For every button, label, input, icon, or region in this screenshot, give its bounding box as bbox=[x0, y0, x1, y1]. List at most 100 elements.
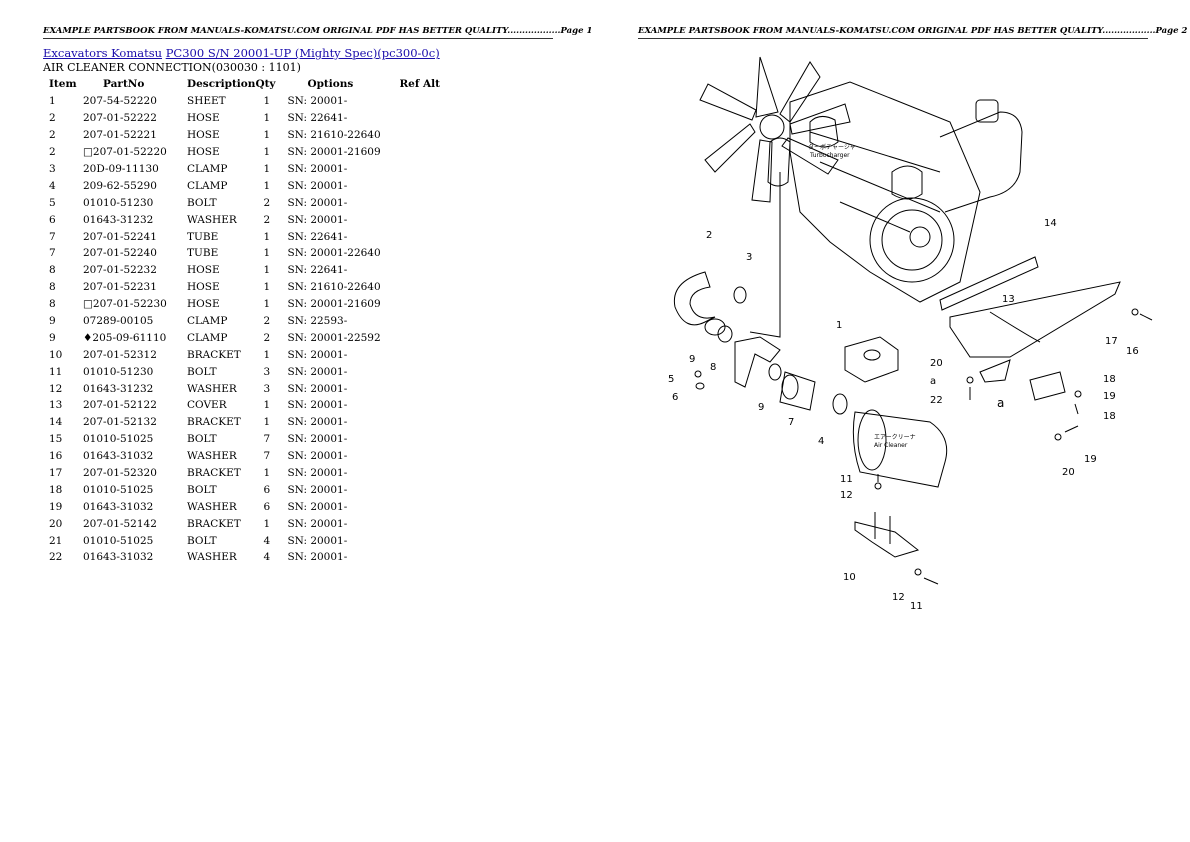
cleaner-label: Air Cleaner bbox=[874, 442, 908, 449]
cell-options: SN: 20001- bbox=[287, 483, 348, 496]
cell-ref-alt bbox=[399, 127, 449, 144]
cell-item: 3 bbox=[49, 163, 56, 175]
cell-partno: 01010-51025 bbox=[83, 483, 154, 496]
cell-options: SN: 20001- bbox=[287, 467, 348, 480]
cell-partno: 01643-31032 bbox=[83, 500, 154, 513]
parts-table: Item PartNo Description Qty Options Ref … bbox=[43, 77, 449, 566]
cell-ref-alt bbox=[399, 194, 449, 211]
cell-partno: 207-01-52312 bbox=[83, 348, 157, 361]
callout-label: 7 bbox=[788, 417, 794, 428]
cell-partno: 207-01-52241 bbox=[83, 230, 157, 243]
cell-item: 17 bbox=[49, 467, 63, 480]
cell-item: 13 bbox=[49, 399, 63, 412]
callout-label: 4 bbox=[818, 436, 824, 447]
cell-item: 8 bbox=[49, 298, 56, 311]
cell-ref-alt bbox=[399, 448, 449, 465]
cell-options: SN: 22641- bbox=[287, 112, 348, 125]
cell-ref-alt bbox=[399, 245, 449, 262]
cell-qty: 1 bbox=[263, 517, 271, 530]
cell-options: SN: 20001- bbox=[287, 433, 348, 446]
cell-item: 5 bbox=[49, 196, 56, 209]
cell-description: WASHER bbox=[187, 500, 237, 513]
cell-qty: 1 bbox=[263, 467, 271, 480]
cell-item: 2 bbox=[49, 112, 56, 125]
cell-qty: 1 bbox=[263, 129, 271, 142]
cell-options: SN: 20001- bbox=[287, 213, 348, 226]
cell-qty: 1 bbox=[263, 281, 271, 294]
cell-description: HOSE bbox=[187, 298, 220, 311]
callout-label: 20 bbox=[930, 358, 943, 369]
cell-options: SN: 20001-22640 bbox=[287, 247, 381, 260]
cell-ref-alt bbox=[399, 279, 449, 296]
breadcrumb-link-model[interactable]: PC300 S/N 20001-UP (Mighty Spec)(pc300-0… bbox=[165, 46, 440, 60]
callout-label: 20 bbox=[1062, 467, 1075, 478]
cell-ref-alt bbox=[399, 346, 449, 363]
cell-item: 18 bbox=[49, 483, 63, 496]
table-header-row: Item PartNo Description Qty Options Ref … bbox=[43, 77, 449, 93]
cell-ref-alt bbox=[399, 380, 449, 397]
cell-ref-alt bbox=[399, 414, 449, 431]
cell-partno: 207-01-52320 bbox=[83, 467, 157, 480]
cell-partno: 207-01-52232 bbox=[83, 264, 157, 277]
cell-partno: 207-01-52221 bbox=[83, 129, 157, 142]
cell-ref-alt bbox=[399, 144, 449, 161]
cell-ref-alt bbox=[399, 465, 449, 482]
fasteners-drawing bbox=[874, 308, 1153, 585]
cell-qty: 1 bbox=[263, 348, 271, 361]
cell-partno: 207-01-52222 bbox=[83, 112, 157, 125]
cell-ref-alt bbox=[399, 313, 449, 330]
cell-partno: 01010-51230 bbox=[83, 365, 154, 378]
cell-options: SN: 21610-22640 bbox=[287, 129, 381, 142]
column-header-partno: PartNo bbox=[103, 78, 145, 90]
cell-item: 22 bbox=[49, 551, 63, 564]
callout-label: 22 bbox=[930, 395, 943, 406]
cell-qty: 1 bbox=[263, 163, 271, 175]
callout-label: 6 bbox=[672, 392, 678, 403]
cell-qty: 1 bbox=[263, 264, 271, 277]
bracket-drawing bbox=[854, 521, 920, 558]
cell-options: SN: 20001-22592 bbox=[287, 331, 381, 344]
cell-ref-alt bbox=[399, 498, 449, 515]
cell-options: SN: 20001-21609 bbox=[287, 298, 381, 311]
turbo-label-jp: ターボチャージャ bbox=[808, 143, 856, 151]
callout-label: 3 bbox=[746, 252, 752, 263]
callout-label: 18 bbox=[1103, 411, 1116, 422]
cleaner-label-jp: エアークリーナ bbox=[874, 434, 916, 441]
cell-partno: 01643-31032 bbox=[83, 551, 154, 564]
cell-qty: 7 bbox=[263, 433, 271, 446]
cell-qty: 6 bbox=[263, 500, 271, 513]
cover-bracket-drawing bbox=[939, 256, 1121, 401]
callout-label: 9 bbox=[689, 354, 695, 365]
cell-item: 11 bbox=[49, 365, 63, 378]
cell-description: BRACKET bbox=[187, 348, 241, 361]
hose-parts-drawing bbox=[673, 271, 848, 415]
cell-qty: 3 bbox=[263, 382, 271, 395]
cell-ref-alt bbox=[399, 549, 449, 566]
cell-item: 1 bbox=[49, 95, 56, 108]
engine-drawing bbox=[767, 81, 981, 303]
cell-partno: 209-62-55290 bbox=[83, 179, 157, 192]
cell-description: WASHER bbox=[187, 382, 237, 395]
cell-options: SN: 20001- bbox=[287, 163, 348, 175]
cell-qty: 2 bbox=[263, 315, 271, 328]
cell-qty: 1 bbox=[263, 298, 271, 311]
cell-qty: 4 bbox=[263, 551, 271, 564]
breadcrumb-link-category[interactable]: Excavators Komatsu bbox=[43, 46, 163, 60]
cell-ref-alt bbox=[399, 481, 449, 498]
cell-qty: 3 bbox=[263, 365, 271, 378]
callout-label: 9 bbox=[758, 402, 764, 413]
cell-options: SN: 22641- bbox=[287, 264, 348, 277]
cell-description: BOLT bbox=[187, 196, 217, 209]
cell-partno: 207-54-52220 bbox=[83, 95, 157, 108]
